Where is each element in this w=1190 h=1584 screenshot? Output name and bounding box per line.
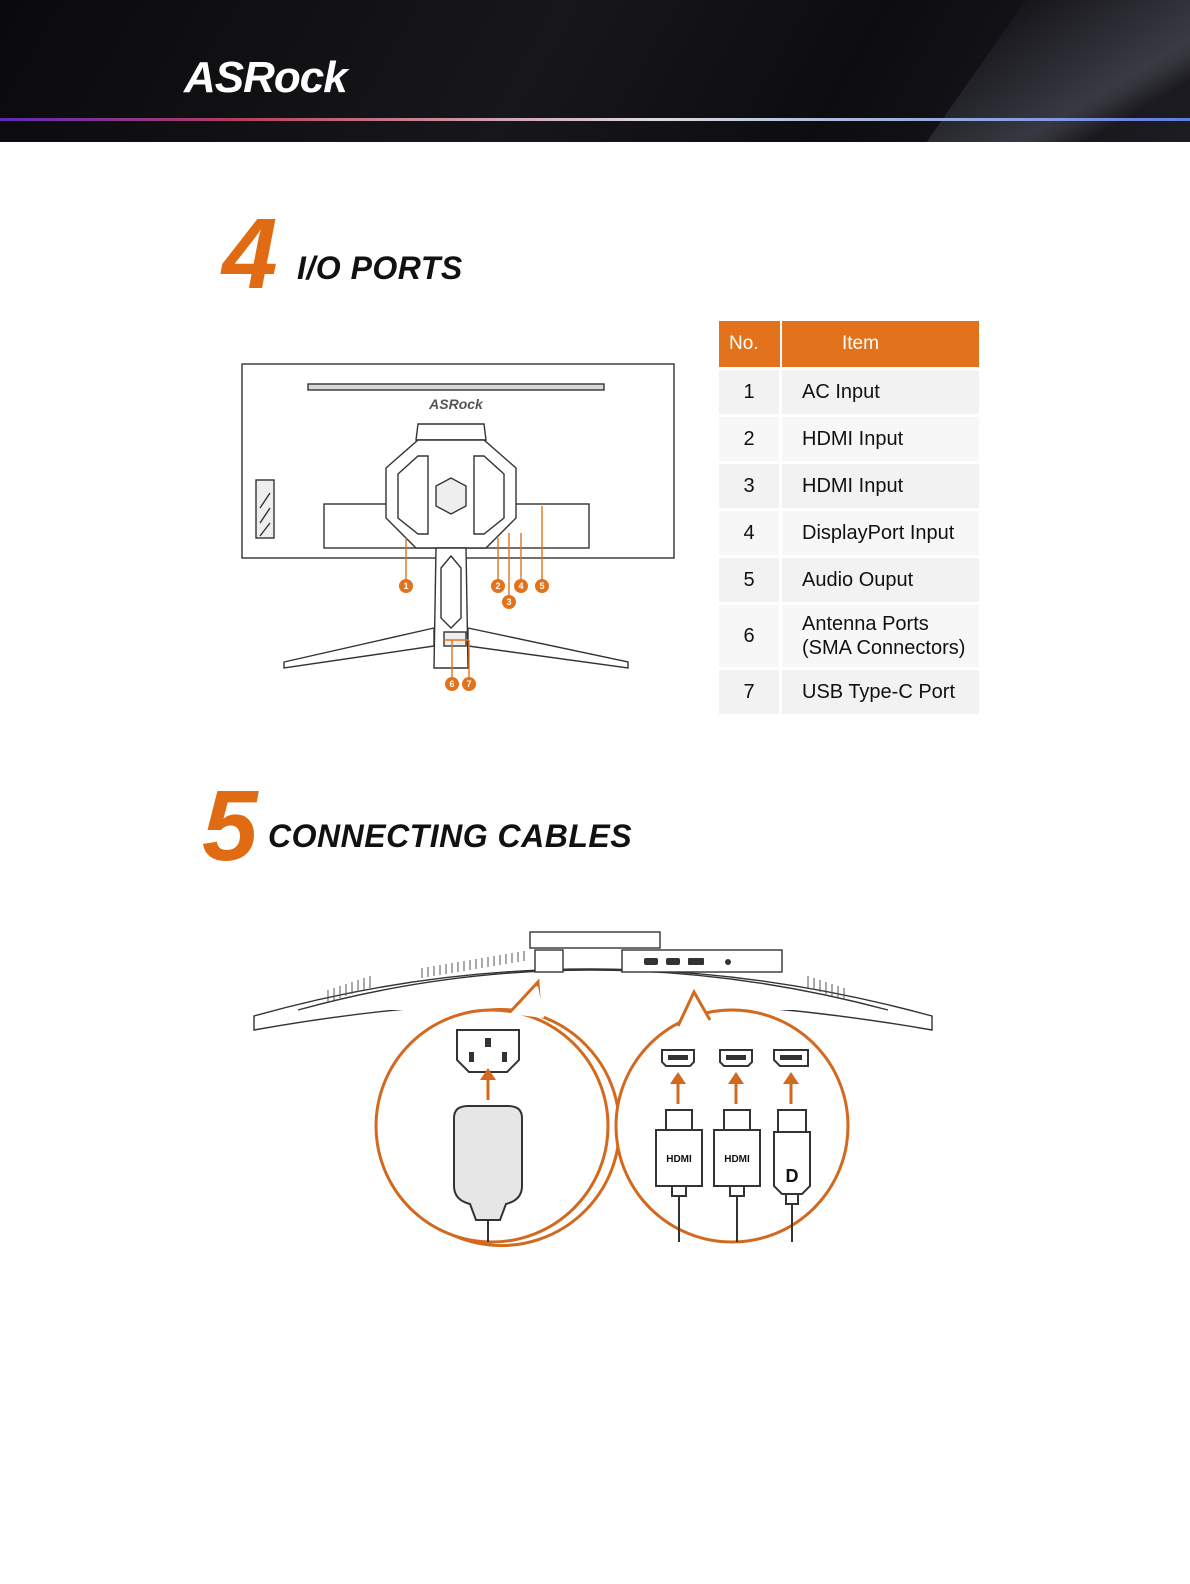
col-header-item: Item: [782, 321, 979, 367]
row-item-line1: Antenna Ports: [802, 613, 929, 635]
rear-logo: ASRock: [428, 396, 484, 412]
displayport-logo: D: [786, 1166, 799, 1186]
callout-3-label: 3: [506, 597, 511, 607]
section-number-5: 5: [202, 776, 258, 876]
row-no: 7: [719, 670, 782, 714]
row-no: 6: [719, 605, 782, 667]
section-title-connecting-cables: CONNECTING CABLES: [268, 818, 632, 855]
section-title-io-ports: I/O PORTS: [297, 250, 463, 287]
row-item: AC Input: [782, 370, 979, 414]
row-no: 3: [719, 464, 782, 508]
table-row: 6 Antenna Ports (SMA Connectors): [719, 605, 979, 667]
ac-socket-icon: [457, 1030, 519, 1072]
table-row: 4 DisplayPort Input: [719, 511, 979, 555]
table-row: 1 AC Input: [719, 370, 979, 414]
ac-plug-icon: [454, 1106, 522, 1220]
row-item: USB Type-C Port: [782, 670, 979, 714]
callout-2-label: 2: [495, 581, 500, 591]
table-header-row: No. Item: [719, 321, 979, 367]
header-streak: [0, 118, 1190, 121]
row-item: HDMI Input: [782, 464, 979, 508]
row-no: 1: [719, 370, 782, 414]
connecting-cables-diagram: HDMI HDMI D: [248, 930, 942, 1264]
row-item-line2: (SMA Connectors): [802, 636, 978, 660]
hdmi-logo-2: HDMI: [724, 1154, 750, 1165]
callout-1-label: 1: [403, 581, 408, 591]
page-header: ASRock: [0, 0, 1190, 142]
row-item: HDMI Input: [782, 417, 979, 461]
row-no: 5: [719, 558, 782, 602]
callout-5-label: 5: [539, 581, 544, 591]
asrock-logo: ASRock: [184, 56, 347, 100]
row-item: Antenna Ports (SMA Connectors): [782, 605, 979, 667]
hdmi-logo-1: HDMI: [666, 1154, 692, 1165]
callout-7-label: 7: [466, 679, 471, 689]
table-row: 3 HDMI Input: [719, 464, 979, 508]
callout-6-label: 6: [449, 679, 454, 689]
io-ports-table: No. Item 1 AC Input 2 HDMI Input 3 HDMI …: [719, 318, 979, 717]
monitor-rear-diagram: ASRock 1 2 3 4 5 6 7: [236, 358, 686, 698]
table-row: 5 Audio Ouput: [719, 558, 979, 602]
callout-4-label: 4: [518, 581, 523, 591]
row-no: 2: [719, 417, 782, 461]
row-item: Audio Ouput: [782, 558, 979, 602]
row-item: DisplayPort Input: [782, 511, 979, 555]
table-row: 2 HDMI Input: [719, 417, 979, 461]
table-row: 7 USB Type-C Port: [719, 670, 979, 714]
row-no: 4: [719, 511, 782, 555]
section-number-4: 4: [222, 204, 278, 304]
col-header-no: No.: [719, 321, 782, 367]
